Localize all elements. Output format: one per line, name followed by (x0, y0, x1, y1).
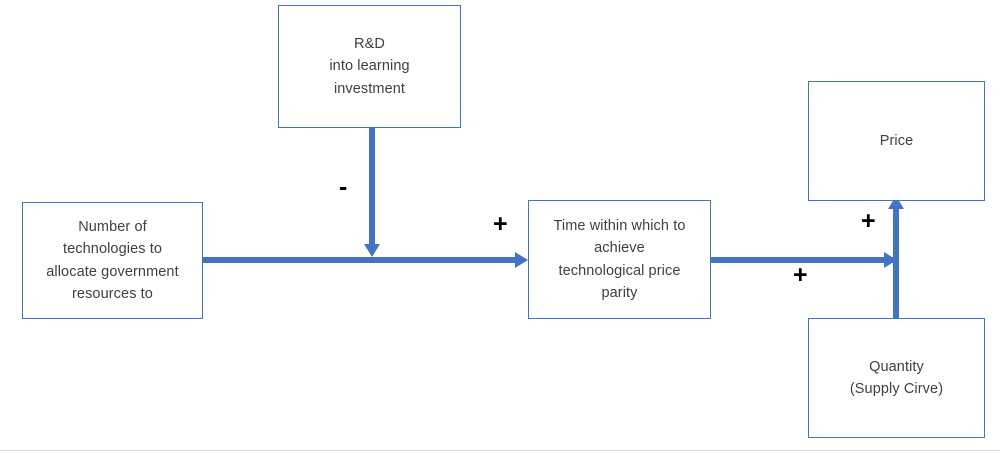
connector-number-to-time (203, 257, 516, 263)
node-label-time-to-price-parity: Time within which to achieve technologic… (553, 217, 686, 301)
arrowhead-right-into-vertical-link (884, 252, 897, 268)
arrowhead-right-into-time-box (515, 252, 528, 268)
page-bottom-rule (0, 450, 1000, 451)
connector-rd-down (369, 128, 375, 246)
node-rd-into-learning-investment[interactable]: R&D into learning investment (278, 5, 461, 128)
sign-plus-quantity-to-price: + (861, 207, 876, 235)
node-number-of-technologies[interactable]: Number of technologies to allocate gover… (22, 202, 203, 319)
node-label-rd: R&D into learning investment (329, 35, 410, 97)
node-label-quantity: Quantity (Supply Cirve) (849, 358, 944, 397)
node-quantity-supply-curve[interactable]: Quantity (Supply Cirve) (808, 318, 985, 438)
node-time-to-price-parity[interactable]: Time within which to achieve technologic… (528, 200, 711, 319)
node-label-number-of-technologies: Number of technologies to allocate gover… (46, 218, 179, 302)
arrowhead-down-onto-main-link (364, 244, 380, 257)
sign-minus-rd-link: - (339, 173, 348, 201)
sign-plus-number-to-time: + (493, 210, 508, 238)
connector-time-to-price-junction (711, 257, 896, 263)
node-label-price: Price (879, 132, 914, 149)
node-price[interactable]: Price (808, 81, 985, 201)
sign-plus-time-to-price: + (793, 261, 808, 289)
